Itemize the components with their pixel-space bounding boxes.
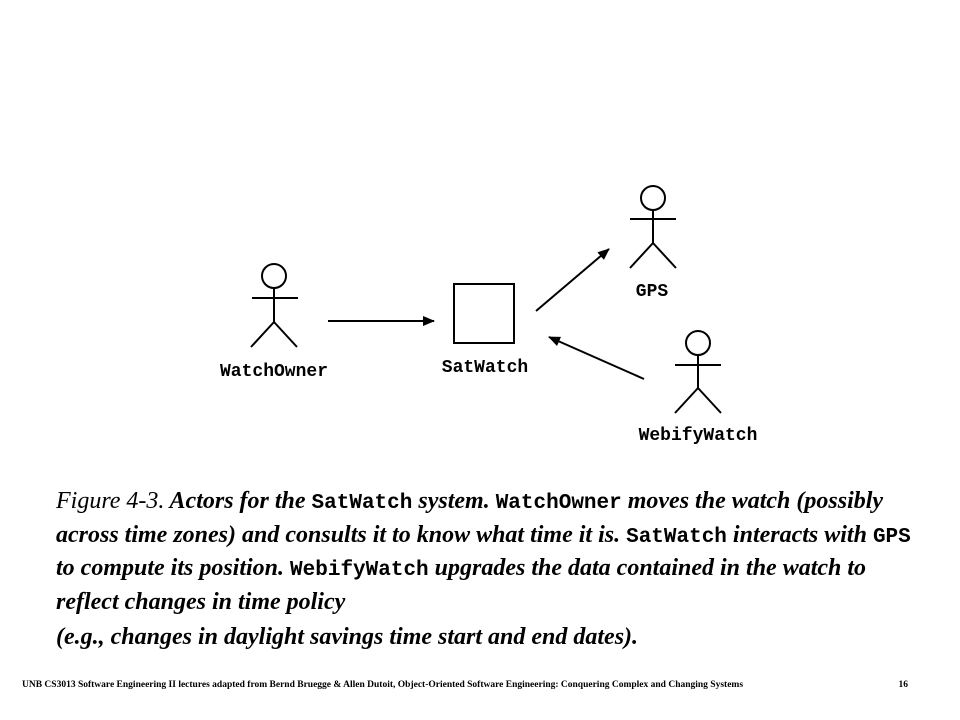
caption-code-satwatch-2: SatWatch: [626, 525, 727, 549]
watch-owner-head: [261, 263, 287, 289]
arrow-webifywatch-to-satwatch: [548, 336, 645, 380]
webify-watch-head: [685, 330, 711, 356]
webify-watch-label: WebifyWatch: [639, 426, 758, 446]
page-number: 16: [898, 680, 909, 690]
webify-watch-actor: [674, 330, 722, 414]
webify-watch-right-leg: [697, 387, 722, 414]
caption-text-1: Actors for the: [164, 488, 312, 514]
watch-owner-actor: [250, 263, 298, 348]
figure-caption: Figure 4-3. Actors for the SatWatch syst…: [56, 486, 916, 653]
webify-watch-left-leg: [674, 387, 699, 414]
gps-label: GPS: [636, 282, 669, 302]
gps-right-leg: [652, 242, 677, 269]
footer: UNB CS3013 Software Engineering II lectu…: [22, 680, 908, 690]
caption-text-5: to compute its position.: [56, 555, 291, 581]
caption-text-2: system.: [412, 488, 496, 514]
actors-diagram: WatchOwner SatWatch GPS WebifyWatch: [220, 185, 758, 446]
figure-label: Figure 4-3.: [56, 488, 165, 514]
caption-text-4: interacts with: [726, 521, 873, 548]
watch-owner-right-leg: [273, 321, 298, 348]
caption-code-watchowner: WatchOwner: [495, 492, 622, 515]
caption-text-6: upgrades the data contained in the watch…: [56, 555, 867, 615]
caption-text-7: (e.g., changes in daylight savings time …: [56, 624, 639, 650]
caption-code-gps: GPS: [872, 525, 911, 549]
gps-actor: [629, 185, 677, 269]
watch-owner-left-leg: [250, 321, 275, 348]
caption-code-webifywatch: WebifyWatch: [290, 559, 429, 582]
caption-text-3: moves the watch (possibly across time zo…: [56, 488, 884, 548]
arrow-satwatch-to-gps: [535, 248, 610, 312]
caption-code-satwatch: SatWatch: [311, 492, 413, 515]
footer-credit: UNB CS3013 Software Engineering II lectu…: [22, 680, 744, 690]
satwatch-label: SatWatch: [442, 358, 528, 378]
satwatch-system-box: [453, 283, 515, 344]
gps-left-leg: [629, 242, 654, 269]
gps-head: [640, 185, 666, 211]
watch-owner-label: WatchOwner: [220, 362, 328, 382]
